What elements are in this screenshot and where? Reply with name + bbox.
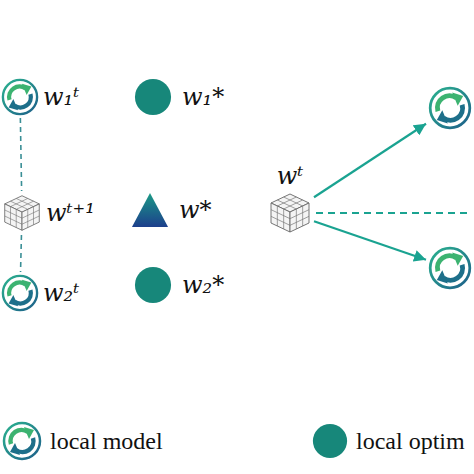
connector: [314, 124, 426, 198]
model-label: w*: [179, 197, 212, 223]
global-model-cube: wᵗ: [268, 191, 312, 235]
connector: [314, 221, 426, 260]
icon-shape: [1, 274, 39, 312]
legend-label: local optim: [356, 428, 465, 455]
local-optimum: w₂*: [134, 266, 172, 304]
model-label: w₁*: [182, 84, 224, 110]
connector: [20, 235, 23, 272]
legend-swatch: [312, 423, 348, 459]
icon-shape: [428, 86, 472, 130]
icon-shape: [428, 246, 472, 290]
legend-icon: [2, 421, 42, 461]
model-label: wᵗ: [277, 163, 303, 189]
model-label: w₁ᵗ: [43, 84, 79, 110]
local-model-icon: [428, 246, 472, 290]
local-model-icon: w₂ᵗ: [1, 274, 39, 312]
circle-shape: [134, 78, 172, 116]
model-label: w₂*: [182, 272, 224, 298]
local-optimum: w₁*: [134, 78, 172, 116]
model-label: wᵗ⁺¹: [46, 200, 95, 226]
global-optimum: w*: [131, 191, 169, 229]
cube-shape: [268, 191, 312, 235]
model-label: w₂ᵗ: [43, 280, 79, 306]
triangle-shape: [131, 191, 169, 229]
dashed-guide: [316, 212, 470, 214]
global-model-cube: wᵗ⁺¹: [2, 193, 42, 233]
circle-shape: [134, 266, 172, 304]
local-model-icon: [428, 86, 472, 130]
legend-label: local model: [50, 428, 163, 455]
connector: [20, 118, 21, 191]
local-model-icon: w₁ᵗ: [1, 78, 39, 116]
cube-shape: [2, 193, 42, 233]
icon-shape: [1, 78, 39, 116]
